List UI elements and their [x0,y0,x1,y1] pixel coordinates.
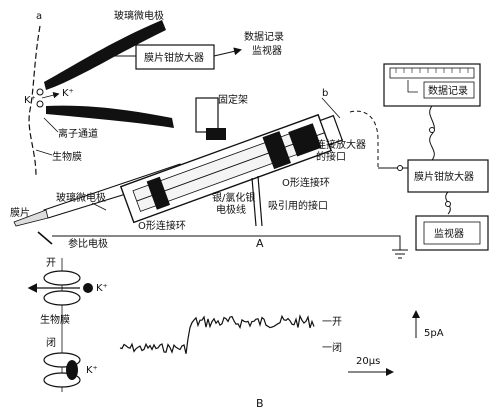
label-holder: 固定架 [218,93,248,106]
open-channel-bottom [43,290,81,306]
ground-wire [52,235,401,250]
amp-to-recorder-arrow [213,47,242,57]
label-k-ion-top: K⁺ [96,283,108,294]
label-agcl-wire-1: 银/氯化银 [212,191,255,204]
label-open: 开 [46,258,56,269]
cable-recorder-amp [429,105,435,161]
cable-knot-2 [445,201,451,207]
label-bio-membrane: 生物膜 [52,150,82,163]
inset-a: a K⁺ K⁺ 离子通道 生物膜 玻璃微电极 [24,9,174,177]
holder-end-cap [319,114,344,146]
electrode-holder-assembly: 固定架 b [13,88,379,227]
agcl-wire [136,132,325,202]
label-o-ring-right: O形连接环 [282,176,330,189]
amp-input-jack [397,165,403,171]
panel-b-channel-states: 开 K⁺ 生物膜 闭 K⁺ [27,258,108,392]
ion-channel-leader [43,117,59,133]
label-right-amplifier: 膜片钳放大器 [414,170,474,183]
label-right-monitor: 监视器 [434,227,464,240]
current-trace-group: 一开 一闭 20μs 5pA [119,310,444,376]
open-channel-top [43,270,81,286]
recorder-label-box [423,81,475,99]
cable-knot-1 [429,127,435,133]
reference-electrode [37,231,53,245]
label-data-recorder: 数据记录 [244,30,284,43]
membrane-dashed-line [28,25,41,177]
label-b: b [322,88,328,99]
pipette-wall-upper [44,20,166,90]
label-amp-port-2: 的接口 [316,150,346,163]
channel-bump-bottom [36,100,44,108]
label-a: a [36,11,42,22]
label-amplifier-box: 膜片钳放大器 [144,51,204,64]
k-ion-right: K⁺ [62,88,74,99]
monitor-screen [423,221,481,245]
reference-electrode-group: 参比电极 [37,231,408,259]
right-amplifier-device [407,159,489,193]
holder-mount-clamp [206,128,226,140]
recorder-pen [407,80,418,93]
k-ion-blocker [66,360,78,380]
k-ion-left: K⁺ [24,95,36,106]
label-time-scale: 20μs [356,356,380,367]
holder-mount-post [195,97,219,133]
label-membrane-b: 生物膜 [40,313,70,326]
channel-bump-top [36,88,44,96]
k-ion-dot-top [83,283,93,293]
label-panel-B: B [256,397,264,410]
label-glass-electrode-top: 玻璃微电极 [114,9,164,22]
label-k-ion-bottom: K⁺ [86,365,98,376]
glass-electrode-left-leader [91,202,107,211]
label-ion-channel: 离子通道 [58,127,98,140]
recorder-scale-ticks [395,68,469,73]
label-reference-electrode: 参比电极 [68,237,108,250]
amplifier-box-top: 膜片钳放大器 数据记录 监视器 [108,30,284,70]
label-monitor-top: 监视器 [252,44,282,57]
label-trace-closed: 一闭 [322,341,342,354]
amplifier-box [135,44,215,70]
suction-tube-2 [257,175,263,227]
label-o-ring-left: O形连接环 [138,219,186,232]
label-panel-A: A [256,237,264,250]
single-channel-current-trace [119,314,315,354]
right-equipment: 数据记录 膜片钳放大器 监视器 [378,63,489,251]
bio-membrane-leader [35,149,53,156]
label-patch: 膜片 [10,206,30,219]
label-closed: 闭 [46,336,56,349]
suction-tube [251,177,257,227]
label-current-scale: 5pA [424,328,444,339]
b-leader [321,97,341,119]
pipette-tip [13,209,49,227]
label-right-data-record: 数据记录 [428,84,468,97]
pipette-wall-lower [46,105,174,128]
label-agcl-wire-2: 电极线 [216,203,246,216]
k-flow-arrow [41,92,60,99]
wire-to-amplifier [349,110,379,168]
label-glass-electrode-left: 玻璃微电极 [56,191,106,204]
label-suction-port: 吸引用的接口 [268,199,328,212]
label-amp-port-1: 连接放大器 [316,138,366,151]
holder-body-group [119,113,344,224]
label-trace-open: 一开 [322,317,342,328]
recorder-scale [389,67,475,79]
